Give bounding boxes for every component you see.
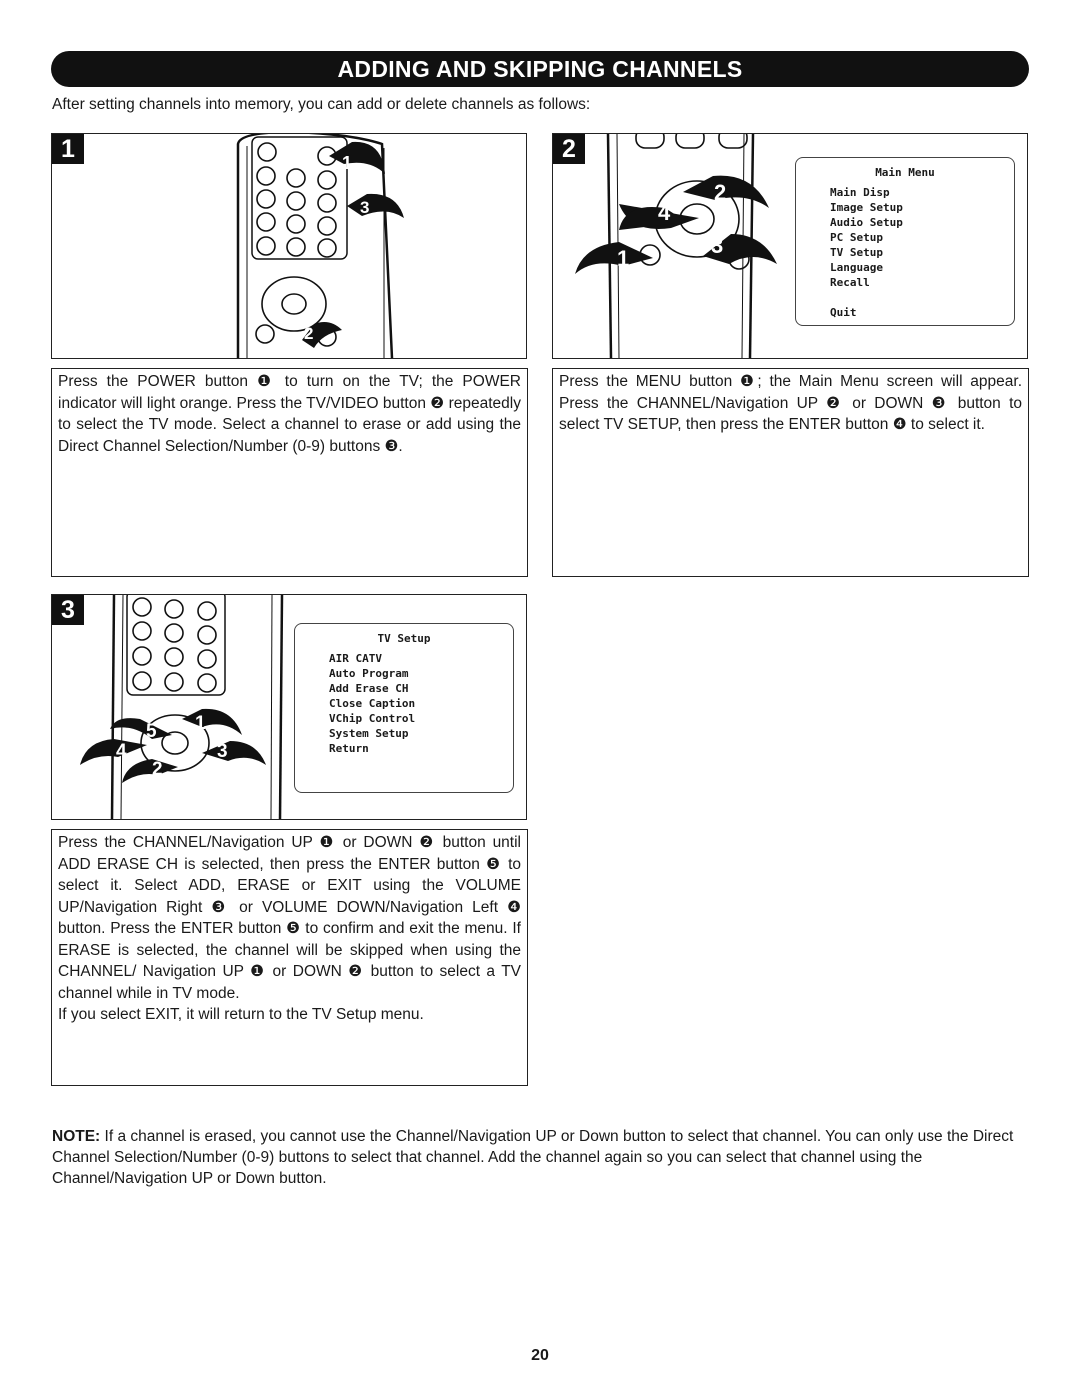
- menu-title: Main Menu: [875, 166, 935, 179]
- callout-2: 2: [152, 759, 163, 780]
- step-1-text-box: Press the POWER button ❶ to turn on the …: [51, 368, 528, 577]
- callout-3: 3: [360, 198, 369, 217]
- remote-control-illustration: 1 5 4 3 2: [80, 595, 284, 819]
- note-paragraph: NOTE: If a channel is erased, you cannot…: [52, 1126, 1030, 1189]
- step-3-badge: 3: [52, 595, 84, 625]
- step-3-text-box: Press the CHANNEL/Navigation UP ❶ or DOW…: [51, 829, 528, 1086]
- callout-2: 2: [714, 180, 726, 205]
- callout-1: 1: [195, 713, 206, 734]
- menu-title: TV Setup: [377, 632, 431, 645]
- menu-item: Language: [830, 261, 883, 274]
- menu-item: Add Erase CH: [329, 682, 409, 695]
- menu-item: Main Disp: [830, 186, 890, 199]
- menu-item: Close Caption: [329, 697, 416, 710]
- menu-item: Auto Program: [329, 667, 409, 680]
- menu-item: Image Setup: [830, 201, 903, 214]
- menu-item: Audio Setup: [830, 216, 903, 229]
- menu-item: Return: [329, 742, 369, 755]
- step-3-illustration: 3 1 5 4 3 2 TV Setup AIR CATV Auto Progr…: [51, 594, 527, 820]
- menu-item: TV Setup: [830, 246, 883, 259]
- step-2-badge: 2: [553, 134, 585, 164]
- step-1-instructions: Press the POWER button ❶ to turn on the …: [58, 373, 521, 455]
- callout-3: 3: [711, 233, 723, 258]
- menu-item: VChip Control: [329, 712, 416, 725]
- callout-4: 4: [116, 741, 127, 762]
- menu-spacer: [830, 290, 1014, 305]
- callout-1: 1: [342, 153, 352, 173]
- main-menu-screen: Main Menu Main Disp Image Setup Audio Se…: [795, 157, 1015, 326]
- step-2-instructions: Press the MENU button ❶; the Main Menu s…: [559, 373, 1022, 433]
- menu-item: Quit: [830, 306, 857, 319]
- menu-item: AIR CATV: [329, 652, 382, 665]
- step-1-illustration: 1 1 3 2: [51, 133, 527, 359]
- remote-control-illustration: 1 3 2: [236, 134, 404, 358]
- menu-item: PC Setup: [830, 231, 883, 244]
- tv-setup-menu-screen: TV Setup AIR CATV Auto Program Add Erase…: [294, 623, 514, 793]
- callout-2: 2: [304, 324, 313, 343]
- step-3-exit-note: If you select EXIT, it will return to th…: [58, 1006, 424, 1023]
- note-label: NOTE:: [52, 1128, 101, 1145]
- step-2-illustration: 2 2 4 3 1 Main Menu Main Disp Image Setu…: [552, 133, 1028, 359]
- remote-control-illustration: 2 4 3 1: [575, 134, 777, 358]
- callout-3: 3: [217, 741, 228, 762]
- step-3-instructions: Press the CHANNEL/Navigation UP ❶ or DOW…: [58, 834, 521, 1002]
- note-text: If a channel is erased, you cannot use t…: [52, 1128, 1014, 1187]
- menu-item: System Setup: [329, 727, 409, 740]
- step-2-text-box: Press the MENU button ❶; the Main Menu s…: [552, 368, 1029, 577]
- callout-1: 1: [617, 246, 629, 271]
- step-1-badge: 1: [52, 134, 84, 164]
- page-number: 20: [531, 1347, 549, 1364]
- menu-item: Recall: [830, 276, 870, 289]
- intro-text: After setting channels into memory, you …: [52, 96, 591, 113]
- page-title: ADDING AND SKIPPING CHANNELS: [51, 51, 1029, 87]
- callout-5: 5: [146, 721, 157, 742]
- callout-4: 4: [658, 200, 671, 225]
